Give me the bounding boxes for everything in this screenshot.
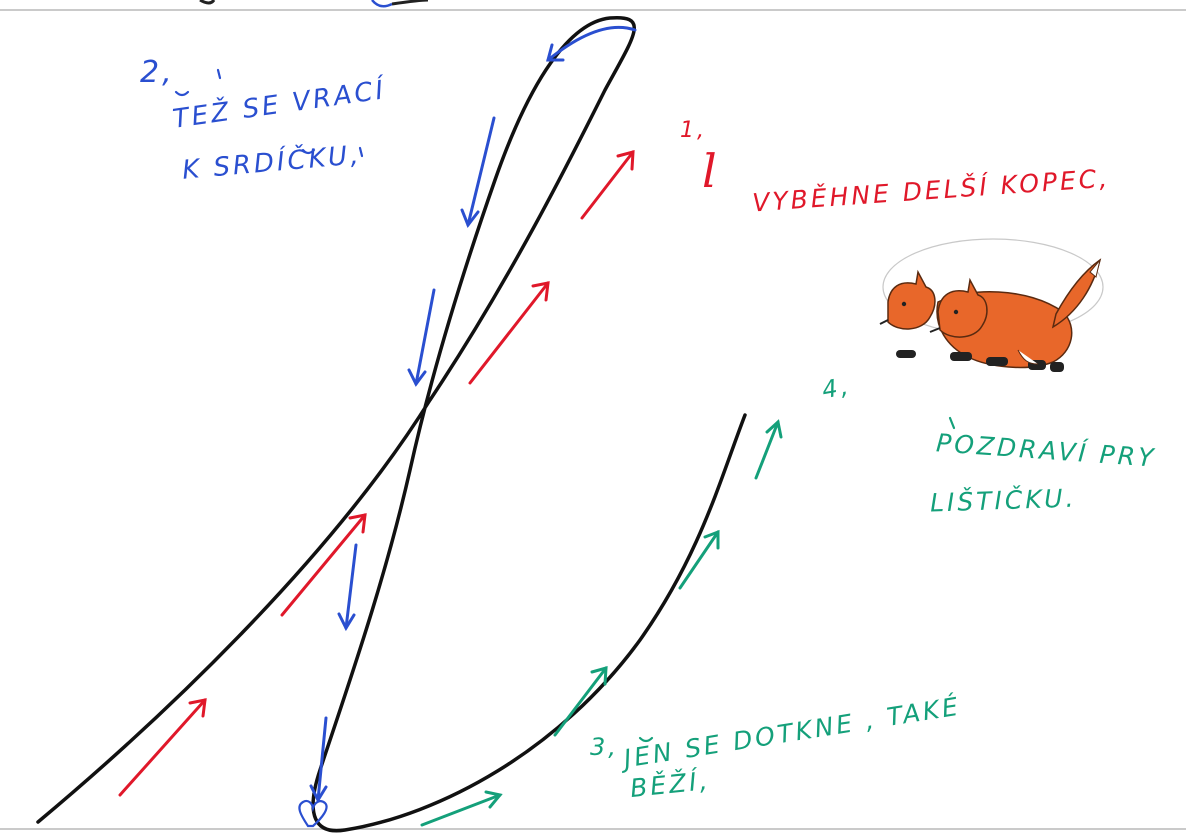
step2-number: 2, <box>140 55 175 90</box>
diacritics <box>174 68 956 743</box>
red-arrow <box>468 281 550 385</box>
red-arrows <box>118 150 635 797</box>
red-arrow <box>280 513 367 617</box>
step1-number: 1, <box>680 118 707 143</box>
red-arrow <box>118 698 207 797</box>
green-arrow <box>420 790 503 827</box>
fox-head-front <box>937 277 988 338</box>
blue-arrow <box>337 543 358 632</box>
top-fragment-black <box>391 0 429 6</box>
blue-arrow <box>309 716 328 804</box>
letter-l-stroke <box>36 15 747 833</box>
top-fragment-blue <box>371 0 393 8</box>
green-arrow <box>553 665 608 737</box>
blue-arrow <box>460 116 496 229</box>
step3-number: 3, <box>590 733 619 761</box>
top-fragment <box>199 0 216 5</box>
step4-number: 4, <box>819 371 854 405</box>
blue-arrow <box>407 288 436 387</box>
blue-arrows <box>309 25 637 804</box>
fox-illustration <box>879 238 1104 372</box>
fox-head-back <box>887 269 936 330</box>
step4-line2: LIŠTIČKU. <box>929 483 1077 518</box>
blue-arrow <box>546 25 637 62</box>
step1-letter: l <box>702 144 717 198</box>
heart-icon <box>298 799 328 828</box>
green-arrow <box>754 419 783 480</box>
green-arrow <box>678 529 720 590</box>
green-arrows <box>420 419 783 827</box>
red-arrow <box>580 150 635 220</box>
